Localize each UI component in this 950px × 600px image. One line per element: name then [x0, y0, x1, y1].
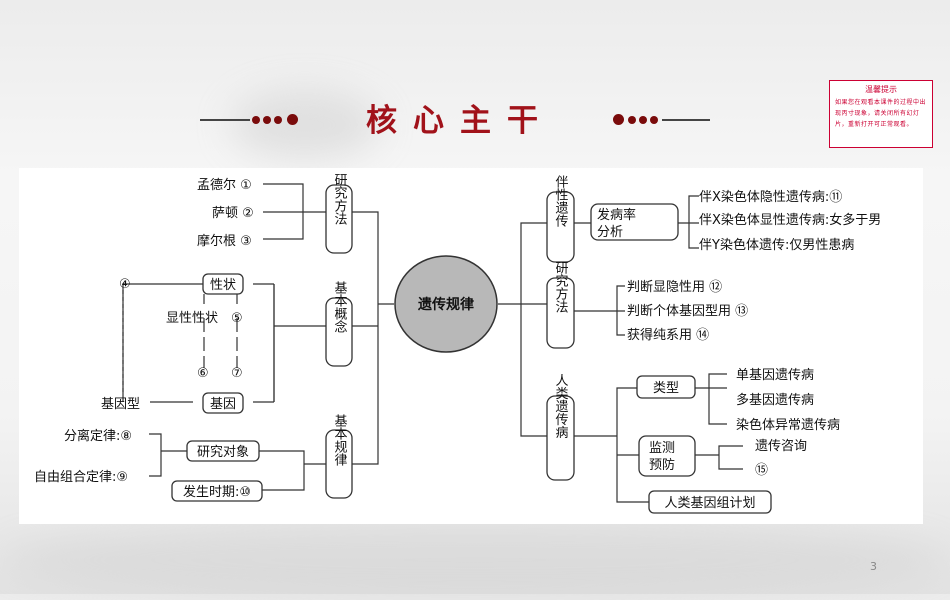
title-line-right	[662, 119, 710, 121]
center-node	[394, 255, 498, 353]
connector	[678, 195, 699, 249]
genome-project-box	[648, 490, 772, 514]
concept-map-panel: 遗传规律 研究方法 基本概念 基本规律 孟德尔 ① 萨顿 ② 摩尔根 ③ 性状 …	[19, 168, 923, 524]
method-item: 判断个体基因型用 ⑬	[627, 304, 748, 319]
basic-concepts-box	[325, 297, 353, 367]
tip-title: 温馨提示	[865, 85, 897, 94]
monitoring-label: 监测预防	[649, 441, 675, 473]
gene-label: 基因	[210, 397, 236, 412]
human-disease-box	[546, 395, 575, 481]
research-methods-right-label: 研究方法	[553, 261, 569, 313]
scientist-morgan: 摩尔根 ③	[197, 233, 252, 249]
left-connectors	[122, 183, 394, 491]
page-title: 核心主干	[366, 103, 554, 139]
basic-concepts-label: 基本概念	[332, 281, 348, 333]
connector	[259, 450, 326, 491]
title-bar: 核心主干	[200, 95, 720, 145]
connector	[695, 373, 727, 425]
occurrence-time-label: 发生时期:⑩	[183, 484, 251, 500]
tip-box: 温馨提示 如果您在观看本课件的过程中出现丙寸现象，请关闭所有幻灯片，重新打开可正…	[829, 80, 933, 148]
monitoring-item: 遗传咨询	[755, 439, 807, 454]
trait-label: 性状	[210, 278, 236, 293]
genome-project-label: 人类基因组计划	[664, 496, 755, 511]
trait-box	[202, 273, 244, 295]
title-dot	[274, 116, 282, 124]
connector	[122, 283, 326, 402]
gene-box	[202, 392, 244, 414]
blank-5: ⑤	[231, 311, 243, 326]
connector	[149, 433, 187, 477]
monitoring-box	[638, 435, 696, 477]
sex-linked-item: 伴X染色体隐性遗传病:⑪	[699, 189, 842, 205]
monitoring-item: ⑮	[755, 463, 768, 478]
research-object-label: 研究对象	[197, 445, 249, 460]
segregation-law: 分离定律:⑧	[64, 428, 132, 444]
title-dot	[650, 116, 658, 124]
title-line-left	[200, 119, 250, 121]
connector	[695, 445, 743, 470]
title-dot	[252, 116, 260, 124]
disease-type: 多基因遗传病	[736, 392, 814, 408]
blank-4: ④	[119, 277, 131, 292]
types-label: 类型	[653, 381, 679, 396]
center-label: 遗传规律	[417, 296, 474, 313]
connector	[498, 222, 547, 437]
blank-6: ⑥	[197, 366, 209, 381]
right-connectors	[498, 195, 743, 503]
sex-linked-box	[546, 191, 575, 263]
tip-body: 如果您在观看本课件的过程中出现丙寸现象，请关闭所有幻灯片，重新打开可正常观看。	[835, 99, 927, 128]
sex-linked-label: 伴性遗传	[553, 175, 569, 227]
connector	[574, 285, 625, 336]
concept-map: 遗传规律 研究方法 基本概念 基本规律 孟德尔 ① 萨顿 ② 摩尔根 ③ 性状 …	[34, 173, 881, 514]
free-combination-law: 自由组合定律:⑨	[34, 470, 128, 485]
connector	[253, 283, 274, 403]
basic-laws-box	[325, 429, 353, 499]
connector	[203, 294, 238, 368]
connector	[574, 387, 649, 503]
connector	[352, 211, 394, 465]
basic-laws-label: 基本规律	[332, 414, 348, 466]
types-box	[636, 375, 696, 399]
scientist-mendel: 孟德尔 ①	[197, 178, 252, 193]
connector	[263, 183, 326, 240]
method-item: 获得纯系用 ⑭	[627, 327, 709, 343]
research-methods-right-box	[546, 277, 575, 349]
analysis-label: 发病率分析	[597, 207, 636, 240]
research-object-box	[186, 440, 260, 462]
disease-type: 单基因遗传病	[736, 368, 814, 383]
research-methods-label: 研究方法	[332, 173, 348, 225]
title-dot	[613, 114, 624, 125]
title-dot	[263, 116, 271, 124]
dominant-trait-label: 显性性状	[166, 311, 218, 326]
method-item: 判断显隐性用 ⑫	[627, 280, 722, 295]
occurrence-time-box	[171, 480, 263, 502]
title-dot	[287, 114, 298, 125]
blank-7: ⑦	[231, 366, 243, 381]
analysis-box	[590, 203, 679, 241]
human-disease-label: 人类遗传病	[553, 374, 569, 439]
scientist-sutton: 萨顿 ②	[212, 206, 254, 221]
research-methods-box	[325, 184, 353, 254]
sex-linked-item: 伴X染色体显性遗传病:女多于男	[699, 212, 881, 228]
sex-linked-item: 伴Y染色体遗传:仅男性患病	[699, 237, 854, 253]
disease-type: 染色体异常遗传病	[736, 417, 840, 433]
title-dot	[628, 116, 636, 124]
title-dot	[639, 116, 647, 124]
page-number: 3	[870, 560, 877, 573]
genotype-label: 基因型	[101, 397, 140, 412]
